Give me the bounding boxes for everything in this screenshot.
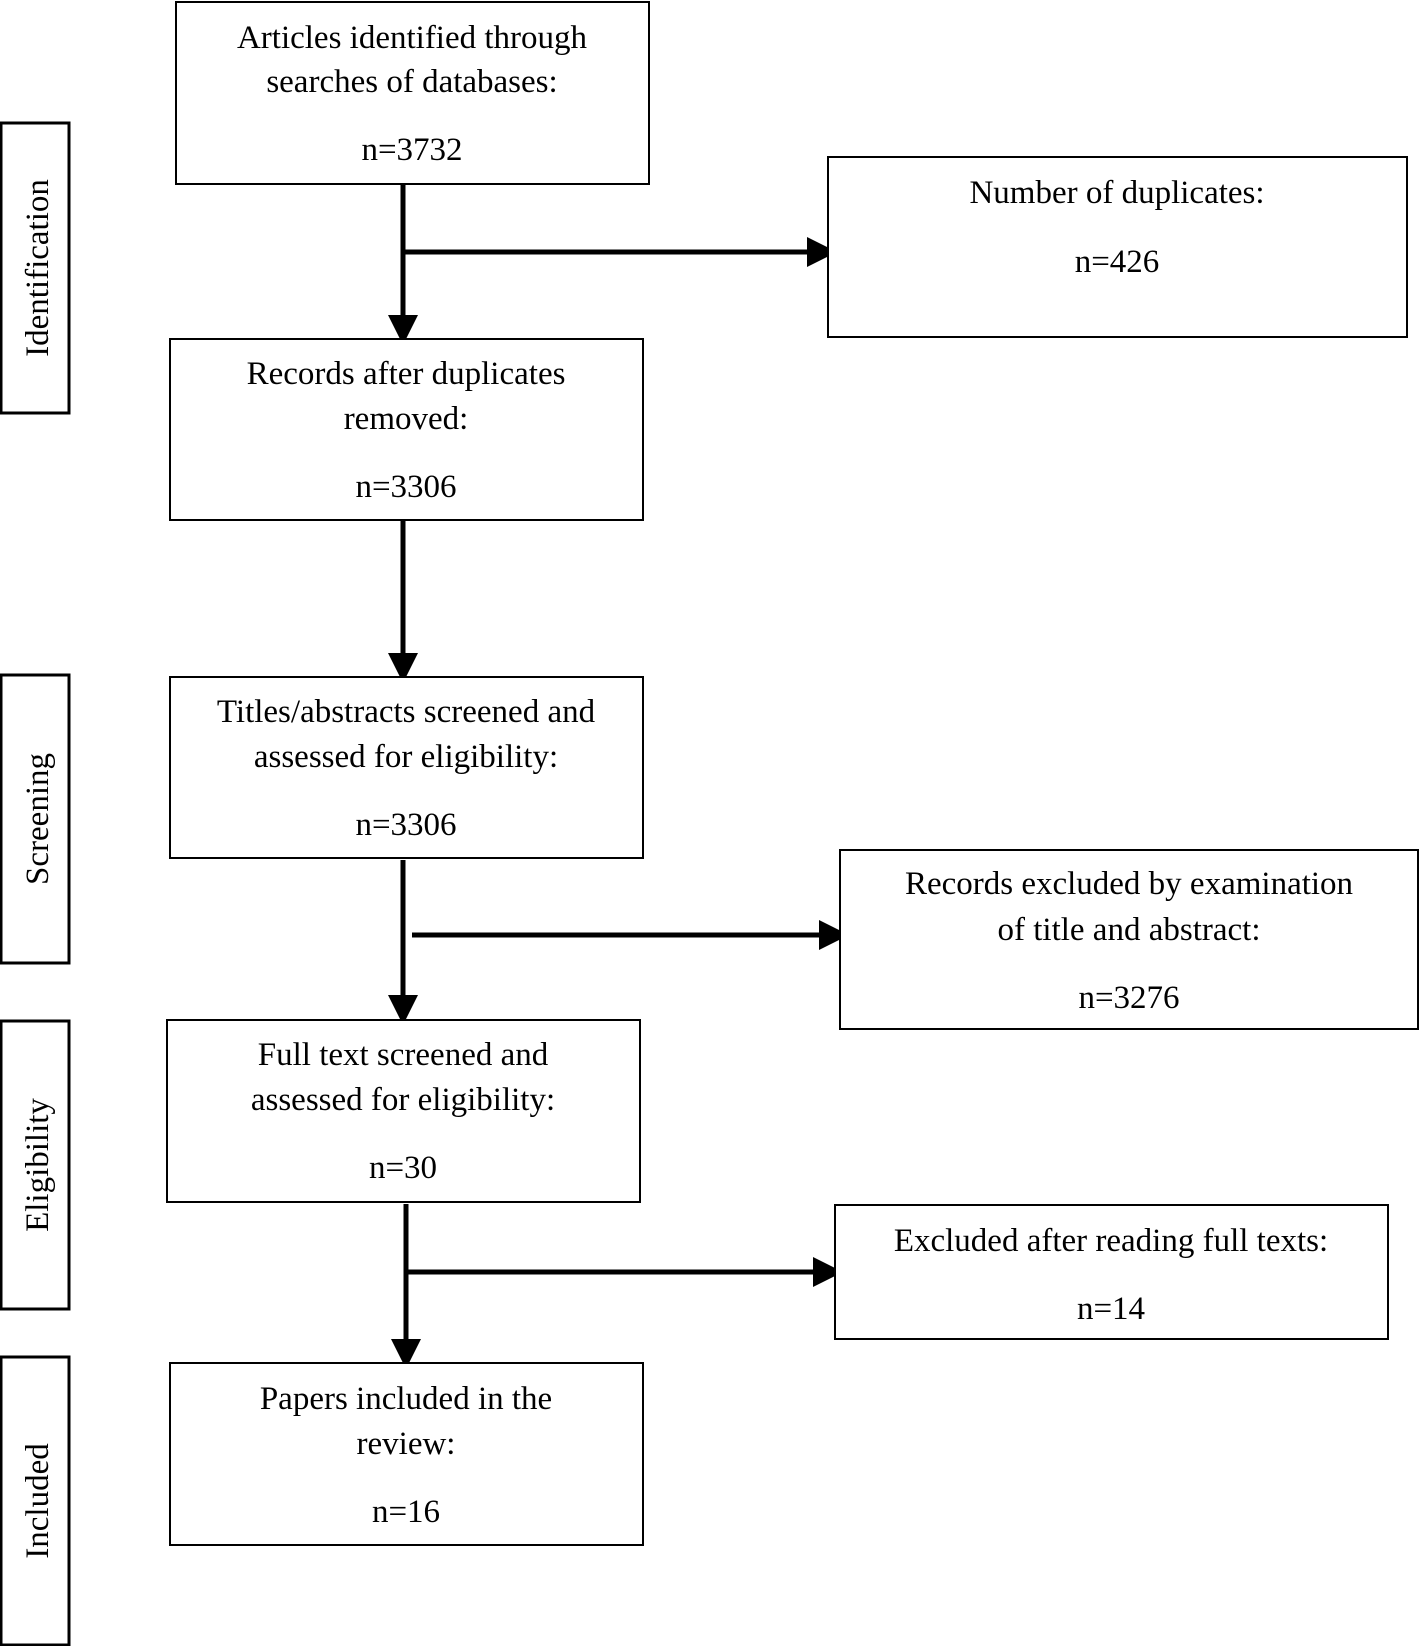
box-duplicates-count: n=426	[1075, 244, 1160, 280]
box-excluded-title: Records excluded by examination of title…	[839, 849, 1419, 1030]
box-identified: Articles identified through searches of …	[175, 1, 650, 185]
box-after-duplicates-line1: Records after duplicates	[247, 356, 566, 392]
box-duplicates: Number of duplicates: n=426	[827, 156, 1408, 338]
box-excluded-full-count: n=14	[1077, 1291, 1145, 1327]
stage-identification-label: Identification	[20, 179, 56, 357]
box-excluded-title-count: n=3276	[1078, 980, 1179, 1016]
box-titles-screened-line1: Titles/abstracts screened and	[217, 694, 596, 730]
box-after-duplicates-line2: removed:	[344, 401, 469, 437]
box-full-text-line1: Full text screened and	[258, 1037, 549, 1073]
box-excluded-title-line2: of title and abstract:	[998, 912, 1261, 948]
box-full-text: Full text screened and assessed for elig…	[166, 1019, 641, 1203]
box-identified-line2: searches of databases:	[266, 64, 557, 100]
box-excluded-full-line1: Excluded after reading full texts:	[894, 1223, 1328, 1259]
box-titles-screened-count: n=3306	[355, 807, 456, 843]
stage-eligibility-label: Eligibility	[20, 1098, 56, 1232]
stage-screening: Screening	[0, 673, 71, 965]
box-after-duplicates-count: n=3306	[355, 469, 456, 505]
box-included: Papers included in the review: n=16	[169, 1362, 644, 1546]
box-duplicates-line1: Number of duplicates:	[969, 175, 1264, 211]
stage-included-label: Included	[20, 1443, 56, 1559]
box-excluded-full: Excluded after reading full texts: n=14	[834, 1204, 1389, 1340]
box-after-duplicates: Records after duplicates removed: n=3306	[169, 338, 644, 521]
stage-eligibility: Eligibility	[0, 1019, 71, 1311]
box-identified-line1: Articles identified through	[237, 20, 588, 56]
stage-identification: Identification	[0, 121, 71, 415]
box-included-count: n=16	[372, 1494, 440, 1530]
box-full-text-count: n=30	[369, 1150, 437, 1186]
box-titles-screened: Titles/abstracts screened and assessed f…	[169, 676, 644, 859]
stage-included: Included	[0, 1355, 71, 1646]
box-included-line1: Papers included in the	[260, 1381, 552, 1417]
box-excluded-title-line1: Records excluded by examination	[905, 866, 1353, 902]
box-included-line2: review:	[357, 1426, 456, 1462]
box-titles-screened-line2: assessed for eligibility:	[254, 739, 558, 775]
box-identified-count: n=3732	[361, 132, 462, 168]
stage-screening-label: Screening	[20, 753, 56, 885]
box-full-text-line2: assessed for eligibility:	[251, 1082, 555, 1118]
